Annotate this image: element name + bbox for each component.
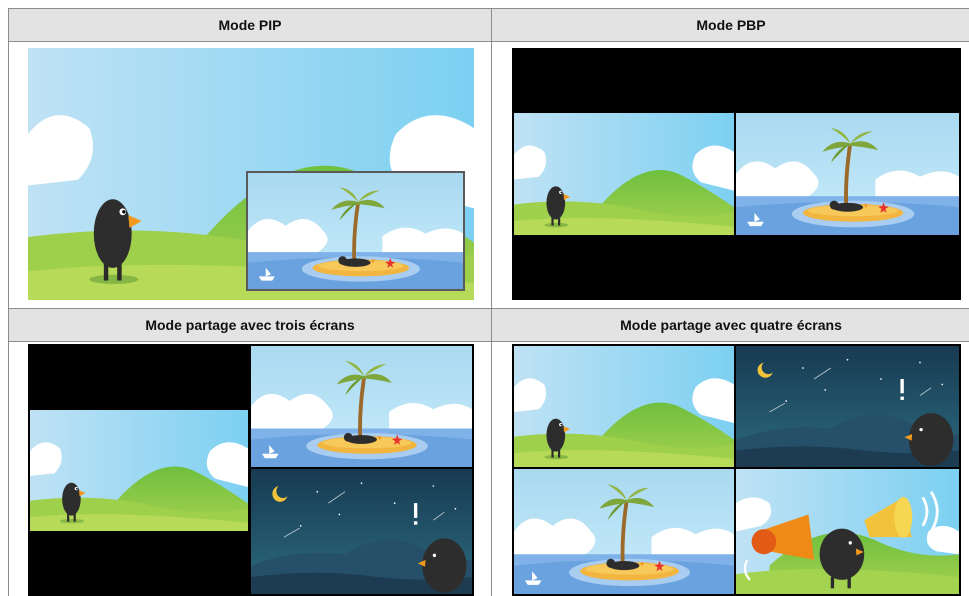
row-divider	[9, 41, 969, 42]
modes-table: Mode PIP Mode PBP Mode partage avec troi…	[8, 8, 969, 596]
column-divider	[491, 9, 492, 596]
four-top-left-screen	[514, 346, 734, 467]
night-sky-image	[736, 346, 959, 467]
hills-bird-image	[30, 410, 248, 531]
pip-inset-window	[246, 171, 465, 291]
header-pip-mode: Mode PIP	[9, 9, 491, 41]
header-four-screens: Mode partage avec quatre écrans	[492, 309, 969, 341]
palm-island-image	[514, 469, 734, 594]
night-sky-image	[251, 469, 472, 594]
header-three-label: Mode partage avec trois écrans	[145, 317, 355, 333]
four-top-right-screen	[736, 346, 959, 467]
row-divider	[9, 308, 969, 309]
row-divider	[9, 341, 969, 342]
pbp-right-screen	[736, 113, 959, 235]
three-bottom-right-screen	[251, 469, 472, 594]
three-top-right-screen	[251, 346, 472, 467]
header-pip-label: Mode PIP	[218, 17, 282, 33]
header-three-screens: Mode partage avec trois écrans	[9, 309, 491, 341]
palm-island-image	[736, 113, 959, 235]
palm-island-image	[248, 173, 463, 289]
pbp-left-screen	[514, 113, 734, 235]
header-four-label: Mode partage avec quatre écrans	[620, 317, 842, 333]
four-bottom-right-screen	[736, 469, 959, 594]
three-left-screen	[30, 410, 248, 531]
hills-bird-image	[514, 346, 734, 467]
four-bottom-left-screen	[514, 469, 734, 594]
header-pbp-label: Mode PBP	[696, 17, 766, 33]
header-pbp-mode: Mode PBP	[492, 9, 969, 41]
palm-island-image	[251, 346, 472, 467]
megaphone-image	[736, 469, 959, 594]
hills-bird-image	[514, 113, 734, 235]
